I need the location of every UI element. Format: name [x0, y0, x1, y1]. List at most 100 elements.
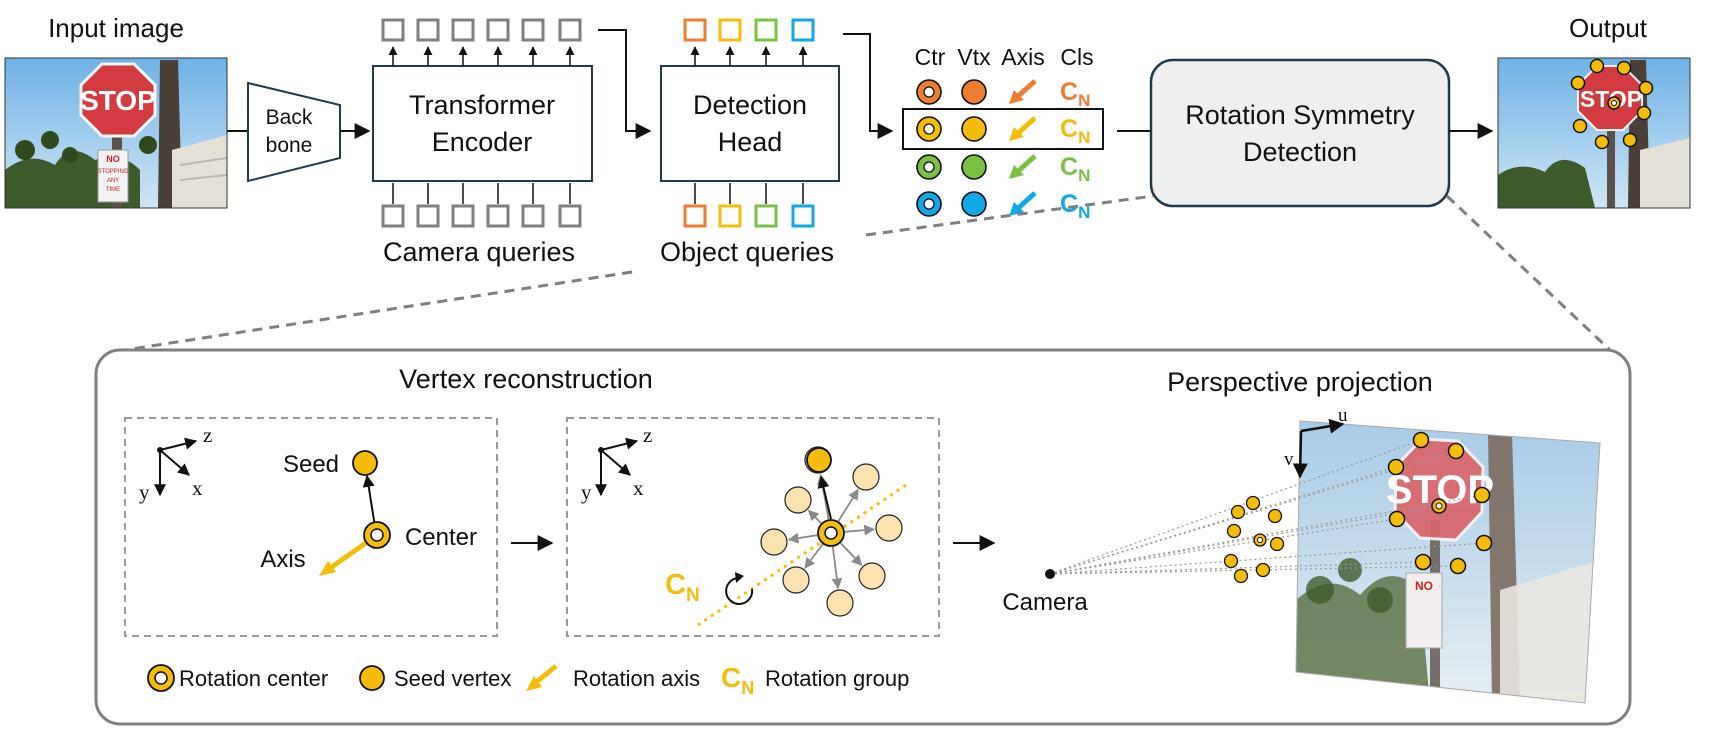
- encoder-output-query: [486, 18, 510, 42]
- ctr-icon-inner: [923, 198, 935, 210]
- detection-head-block: [660, 65, 840, 182]
- camera-queries-label: Camera queries: [383, 237, 575, 267]
- camera-query: [451, 204, 475, 228]
- projection-rays: [1049, 439, 1485, 575]
- object-queries-row: [683, 183, 815, 228]
- 3d-vertices: [1223, 495, 1285, 584]
- perspective-projection-title: Perspective projection: [1167, 367, 1433, 397]
- legend-rotation-group: Rotation group: [765, 666, 909, 691]
- legend-rotation-axis-icon: [526, 664, 558, 691]
- selected-prediction-box: [902, 108, 1104, 150]
- rotated-vertex: [858, 562, 886, 590]
- axis-icon-head: [1009, 165, 1024, 179]
- col-header-ctr: Ctr: [915, 44, 946, 70]
- camera-query: [558, 204, 582, 228]
- detection-output-queries: [683, 18, 815, 66]
- axis-label: Axis: [260, 546, 305, 573]
- space-vertex: [1223, 553, 1239, 569]
- projected-vertex: [1412, 431, 1430, 449]
- detail-panel: [94, 348, 1632, 726]
- camera-label: Camera: [1002, 589, 1088, 616]
- axis-icon-head: [1009, 202, 1024, 216]
- encoder-output-query: [451, 18, 475, 42]
- col-header-cls: Cls: [1060, 44, 1093, 70]
- object-query: [754, 204, 778, 228]
- detection-output-query: [791, 18, 815, 42]
- space-vertex: [1245, 495, 1261, 511]
- detection-output-query: [718, 18, 742, 42]
- camera-query: [521, 204, 545, 228]
- seed-vertex: [806, 447, 832, 473]
- rotation-arrow: [804, 543, 824, 569]
- rotation-arrow: [831, 546, 843, 590]
- sign-line1: STOPPING: [98, 169, 129, 175]
- projection-ray: [1049, 561, 1424, 575]
- rotation-symmetry-detection-block: [1149, 58, 1451, 208]
- symmetry-label-1: Rotation Symmetry: [1185, 100, 1415, 130]
- projected-vertex: [1414, 553, 1432, 571]
- space-vertex: [1233, 568, 1249, 584]
- space-vertex: [1269, 536, 1285, 552]
- axis-icon-head: [1009, 127, 1024, 141]
- ctr-icon-inner: [923, 161, 935, 173]
- cls-label: CN: [1060, 115, 1090, 147]
- vtx-icon: [961, 79, 987, 105]
- axis-u-label: u: [1338, 405, 1348, 426]
- seed-arrow: [817, 475, 832, 520]
- axis-z-label-2: z: [643, 423, 652, 447]
- rotated-vertex: [875, 514, 903, 542]
- space-vertex: [1255, 562, 1271, 578]
- object-query: [718, 204, 742, 228]
- coordinate-axes-1: z y x: [139, 423, 212, 504]
- output-vertex: [1594, 134, 1610, 150]
- no-text: NO: [106, 154, 120, 164]
- vertex-step-1-box: [124, 417, 498, 637]
- projected-vertex: [1388, 510, 1406, 528]
- object-query: [683, 204, 707, 228]
- axis-icon: [1014, 154, 1037, 175]
- rotation-arrow: [840, 542, 863, 566]
- projected-vertex: [1473, 486, 1491, 504]
- legend-cn-symbol: CN: [721, 662, 754, 698]
- ctr-icon-inner: [923, 123, 935, 135]
- projected-vertex: [1447, 442, 1465, 460]
- output-vertex: [1616, 60, 1632, 76]
- legend: Rotation center Seed vertex Rotation axi…: [147, 662, 909, 698]
- legend-rotation-center-icon: [147, 664, 175, 692]
- output-vertex: [1570, 75, 1586, 91]
- axis-x-label-2: x: [633, 476, 644, 500]
- seed-vertex-icon: [352, 450, 378, 476]
- camera-query: [486, 204, 510, 228]
- output-vertex: [1589, 58, 1605, 74]
- projected-vertices: [1387, 431, 1493, 575]
- projection-ray: [1049, 565, 1459, 575]
- space-center-inner: [1257, 537, 1263, 543]
- output-detected-vertices: [1570, 58, 1654, 150]
- center-icon: [363, 521, 391, 549]
- input-image: STOP NO STOPPING ANY TIME: [5, 58, 227, 208]
- output-image: STOP: [1498, 58, 1690, 208]
- col-header-axis: Axis: [1001, 44, 1044, 70]
- vertex-step-2-box: [566, 417, 940, 637]
- cls-label: CN: [1060, 78, 1090, 110]
- legend-seed-vertex: Seed vertex: [394, 666, 511, 691]
- axis-v-label: v: [1284, 449, 1294, 470]
- image-plane-axes: u v: [1284, 405, 1348, 479]
- detection-head-label-2: Head: [718, 127, 783, 157]
- output-vertex: [1622, 132, 1638, 148]
- input-image-title: Input image: [48, 13, 184, 43]
- output-title: Output: [1569, 13, 1648, 43]
- rotation-arrow-icon: [725, 572, 754, 605]
- projection-ray: [1049, 518, 1398, 575]
- backbone-label-1: Back: [266, 106, 313, 129]
- sign-line2: ANY: [107, 178, 119, 184]
- backbone-block: [247, 81, 341, 183]
- vtx-icon: [961, 116, 987, 142]
- encoder-output-query: [558, 18, 582, 42]
- cls-label: CN: [1060, 190, 1090, 222]
- detection-output-query: [683, 18, 707, 42]
- projected-no-text: NO: [1415, 579, 1433, 593]
- symmetry-label-2: Detection: [1243, 137, 1357, 167]
- encoder-output-query: [416, 18, 440, 42]
